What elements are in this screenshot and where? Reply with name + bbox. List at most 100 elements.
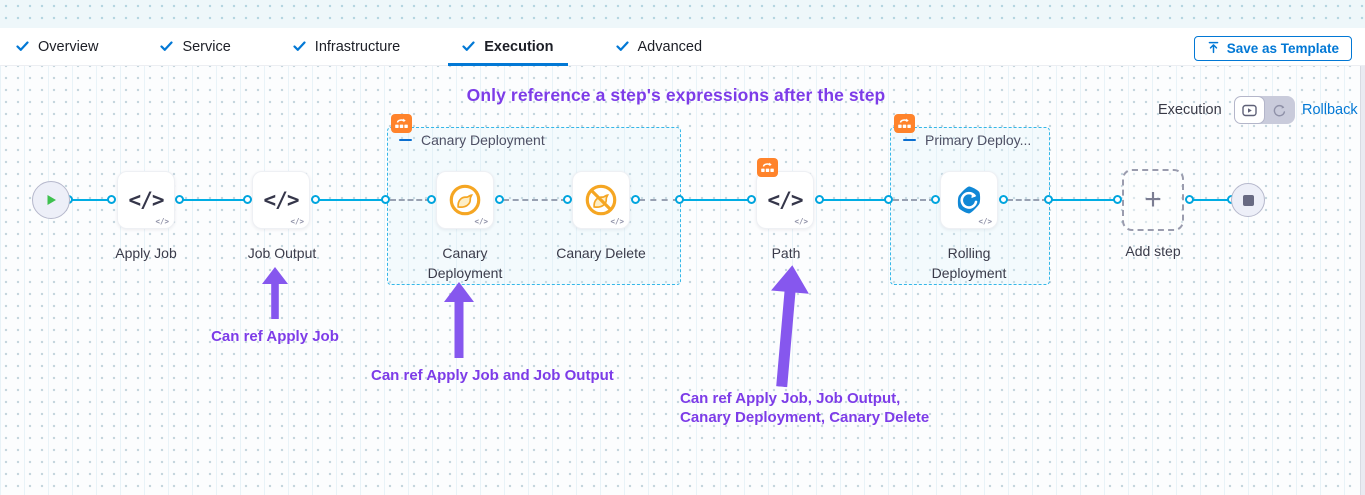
edge [183,199,247,201]
check-icon [160,41,174,52]
edge-dashed [893,199,935,201]
execution-mode-label: Execution [1158,102,1222,118]
connector-port[interactable] [675,195,684,204]
connector-port[interactable] [107,195,116,204]
tab-label: Advanced [637,38,703,55]
edge [1052,199,1117,201]
connector-port[interactable] [1185,195,1194,204]
step-label: Canary Deployment [427,245,503,281]
connector-port[interactable] [931,195,940,204]
execution-toggle-segment[interactable] [1234,96,1265,124]
code-icon: </> [263,188,300,212]
tab-advanced[interactable]: Advanced [602,28,717,65]
edge [72,199,111,201]
check-icon [16,41,29,52]
looping-strategy-icon[interactable] [894,114,915,133]
step-label: Canary Delete [556,245,646,261]
save-as-template-label: Save as Template [1226,41,1339,56]
connector-port[interactable] [631,195,640,204]
connector-port[interactable] [815,195,824,204]
tab-overview[interactable]: Overview [2,28,112,65]
collapse-icon[interactable] [399,138,412,142]
collapse-icon[interactable] [903,138,916,142]
save-as-template-button[interactable]: Save as Template [1193,36,1352,61]
tab-infrastructure[interactable]: Infrastructure [279,28,414,65]
rolling-deployment-icon [957,186,981,214]
rollback-arrow-icon [1273,104,1286,116]
annotation-note-job-output: Can ref Apply Job [211,328,339,345]
connector-port[interactable] [747,195,756,204]
mini-code-icon: </> [474,217,488,226]
tab-service[interactable]: Service [146,28,244,65]
edge [319,199,385,201]
check-icon [615,41,629,52]
group-label: Primary Deploy... [925,132,1032,148]
rollback-toggle-segment[interactable] [1265,96,1296,124]
tab-label: Overview [38,38,99,55]
add-step-button[interactable]: + [1122,169,1184,231]
group-label: Canary Deployment [421,132,545,148]
play-icon [47,195,56,205]
pipeline-start-node[interactable] [32,181,70,219]
edge [1193,199,1231,201]
step-path[interactable]: </> </> [756,171,814,229]
step-job-output[interactable]: </> </> [252,171,310,229]
annotation-arrow-path [771,265,809,388]
execution-play-icon [1242,104,1257,116]
stage-tabbar: Overview Service Infrastructure Executio… [0,28,1365,66]
connector-port[interactable] [381,195,390,204]
mini-code-icon: </> [610,217,624,226]
annotation-note-path-line2: Canary Deployment, Canary Delete [680,409,930,426]
execution-rollback-toggle[interactable] [1234,96,1295,124]
connector-port[interactable] [1113,195,1122,204]
step-label: Rolling Deployment [931,245,1007,281]
looping-strategy-icon[interactable] [391,114,412,133]
group-primary-header[interactable]: Primary Deploy... [903,132,1031,148]
annotation-arrow-job-output [262,267,288,319]
rollback-link[interactable]: Rollback [1302,102,1358,118]
mini-code-icon: </> [155,217,169,226]
step-apply-job[interactable]: </> </> [117,171,175,229]
connector-port[interactable] [311,195,320,204]
tab-label: Service [182,38,231,55]
step-label: Path [771,245,801,261]
edge-dashed [1007,199,1048,201]
group-canary-header[interactable]: Canary Deployment [399,132,545,148]
annotation-title: Only reference a step's expressions afte… [466,85,886,105]
tab-label: Infrastructure [314,38,401,55]
annotation-note-path-line1: Can ref Apply Job, Job Output, [680,390,901,407]
edge [683,199,751,201]
step-canary-delete[interactable]: </> [572,171,630,229]
mini-code-icon: </> [978,217,992,226]
check-icon [462,41,475,52]
step-rolling-deployment[interactable]: </> [940,171,998,229]
edge-dashed [503,199,567,201]
connector-port[interactable] [243,195,252,204]
looping-strategy-icon[interactable] [757,158,778,177]
canary-delete-icon [585,184,617,216]
mini-code-icon: </> [290,217,304,226]
connector-port[interactable] [884,195,893,204]
connector-port[interactable] [175,195,184,204]
code-icon: </> [767,188,804,212]
connector-port[interactable] [495,195,504,204]
right-panel-edge [1360,28,1365,495]
step-label: Job Output [247,245,317,261]
step-canary-deployment[interactable]: </> [436,171,494,229]
canary-deployment-icon [449,184,481,216]
connector-port[interactable] [427,195,436,204]
tab-execution[interactable]: Execution [448,28,568,66]
connector-port[interactable] [999,195,1008,204]
connector-port[interactable] [563,195,572,204]
add-step-label: Add step [1125,243,1181,259]
stop-icon [1242,194,1254,206]
upload-icon [1207,41,1220,57]
annotation-arrow-canary [444,282,474,358]
mini-code-icon: </> [794,217,808,226]
connector-port[interactable] [1044,195,1053,204]
annotation-note-canary: Can ref Apply Job and Job Output [371,367,614,384]
pipeline-end-node[interactable] [1231,183,1265,217]
annotation-note-path: Can ref Apply Job, Job Output, Canary De… [680,389,929,427]
plus-icon: + [1144,183,1162,216]
